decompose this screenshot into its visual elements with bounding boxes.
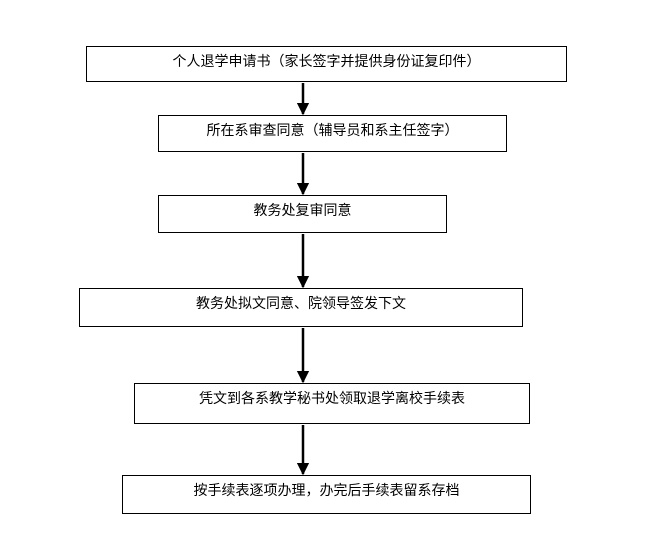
step-1-box: 个人退学申请书（家长签字并提供身份证复印件） (86, 46, 567, 82)
step-1-label: 个人退学申请书（家长签字并提供身份证复印件） (172, 54, 481, 70)
step-3-box: 教务处复审同意 (158, 195, 447, 233)
step-5-box: 凭文到各系教学秘书处领取退学离校手续表 (134, 383, 530, 424)
step-6-box: 按手续表逐项办理，办完后手续表留系存档 (122, 475, 531, 514)
step-2-label: 所在系审查同意（辅导员和系主任签字） (206, 123, 459, 139)
step-5-label: 凭文到各系教学秘书处领取退学离校手续表 (199, 391, 465, 407)
step-4-label: 教务处拟文同意、院领导签发下文 (196, 296, 406, 312)
step-6-label: 按手续表逐项办理，办完后手续表留系存档 (193, 483, 460, 499)
step-2-box: 所在系审查同意（辅导员和系主任签字） (158, 115, 507, 152)
step-3-label: 教务处复审同意 (253, 203, 352, 219)
step-4-box: 教务处拟文同意、院领导签发下文 (79, 288, 523, 327)
